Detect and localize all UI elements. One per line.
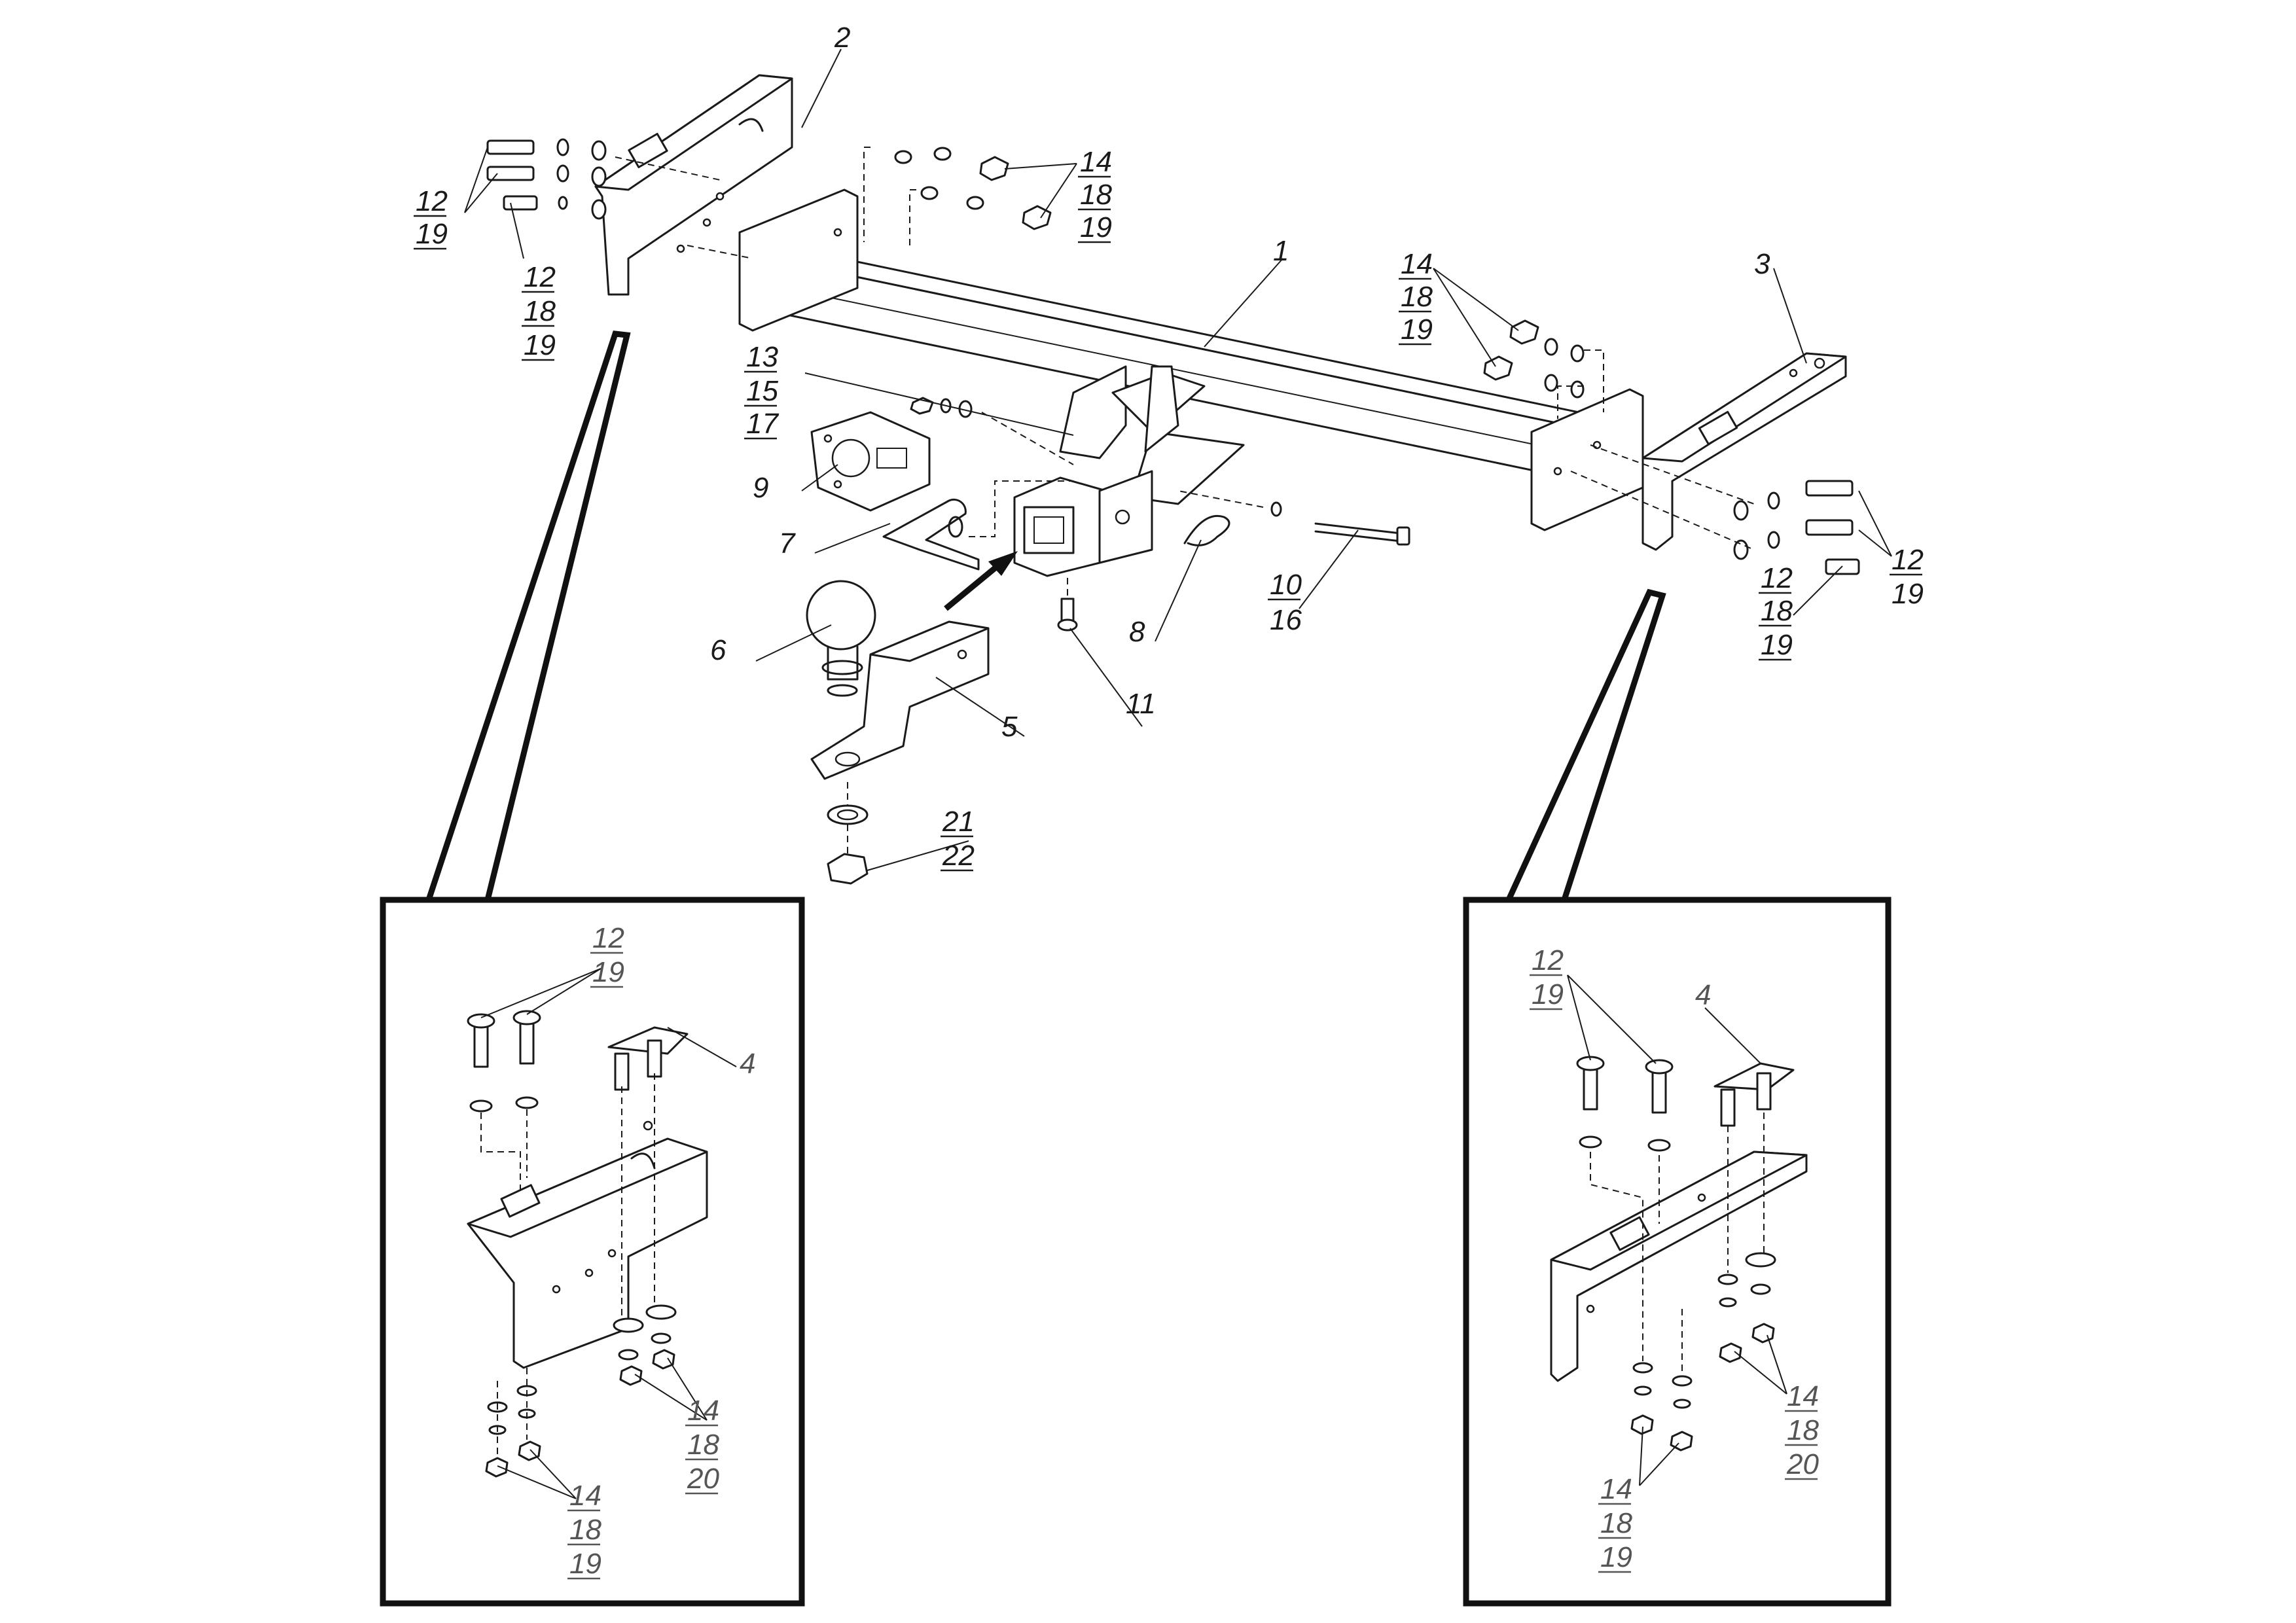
- detail-left-bracket: [467, 1120, 708, 1369]
- callout-14: 14: [1080, 146, 1112, 178]
- right-bolt-stack: [1733, 480, 1860, 575]
- assembly-centerlines: [615, 147, 1755, 854]
- detail-left-bolts: [467, 1010, 689, 1113]
- lock-washer: [827, 804, 869, 825]
- detail-right-callout-18: 18: [1600, 1507, 1632, 1539]
- detail-right-callout-18: 18: [1787, 1414, 1819, 1446]
- callouts-main: 1 2 3 12 19 12 18 19 14 18 19 14 18 19 1…: [414, 22, 1924, 872]
- detail-left-callout-12: 12: [592, 922, 624, 954]
- callout-22: 22: [942, 840, 975, 872]
- callout-11: 11: [1126, 688, 1156, 720]
- callout-18: 18: [524, 295, 556, 327]
- detail-right-bolts: [1576, 1056, 1795, 1152]
- callouts-detail-left: 12 19 4 14 18 20 14 18 19: [567, 922, 755, 1580]
- callout-10: 10: [1270, 569, 1302, 601]
- detail-left-callout-14: 14: [569, 1480, 601, 1512]
- detail-left-callout-19: 19: [592, 956, 624, 988]
- detail-right-bracket: [1550, 1150, 1808, 1382]
- callout-15: 15: [746, 375, 778, 407]
- insert-direction-arrow: [944, 551, 1018, 611]
- callout-19: 19: [1401, 313, 1433, 346]
- detail-left-callout-19: 19: [569, 1548, 601, 1580]
- detail-left-callout-18: 18: [569, 1514, 601, 1546]
- detail-right-washers: [1630, 1252, 1776, 1452]
- right-nut-stack: [1483, 319, 1585, 399]
- callout-12: 12: [1892, 544, 1924, 576]
- callout-19: 19: [1080, 211, 1112, 243]
- callout-2: 2: [834, 22, 850, 54]
- long-bolt: [1270, 501, 1410, 546]
- detail-right-callout-20: 20: [1786, 1448, 1819, 1480]
- callout-16: 16: [1270, 604, 1302, 636]
- callout-6: 6: [710, 634, 726, 666]
- detail-right-callout-14: 14: [1787, 1380, 1819, 1412]
- tow-ball: [806, 580, 876, 697]
- callout-19: 19: [1761, 629, 1793, 661]
- set-bolt: [1057, 597, 1078, 632]
- callout-21: 21: [942, 806, 975, 838]
- callout-7: 7: [779, 527, 796, 560]
- callout-13: 13: [746, 341, 778, 373]
- callout-18: 18: [1761, 595, 1793, 627]
- top-nut-stack: [894, 147, 1052, 230]
- callout-9: 9: [753, 472, 768, 504]
- hex-nut: [827, 853, 869, 885]
- detail-left-callout-14: 14: [687, 1395, 719, 1427]
- callout-18: 18: [1080, 179, 1112, 211]
- detail-left-centerlines: [480, 1073, 655, 1456]
- hitch-pin: [882, 498, 980, 571]
- detail-left-callout-4: 4: [740, 1048, 755, 1080]
- detail-right-callout-19: 19: [1600, 1541, 1632, 1573]
- detail-right-callout-14: 14: [1600, 1473, 1632, 1505]
- right-bracket: [1641, 352, 1847, 551]
- r-clip: [1183, 514, 1230, 546]
- callouts-detail-right: 12 19 4 14 18 20 14 18 19: [1530, 944, 1819, 1573]
- detail-right-centerlines: [1590, 1113, 1765, 1374]
- detail-frame-left: [380, 330, 805, 1607]
- callout-17: 17: [746, 408, 779, 440]
- callout-19: 19: [1892, 578, 1924, 610]
- left-bolt-stack: [486, 138, 607, 220]
- detail-left-callout-18: 18: [687, 1429, 719, 1461]
- callout-12: 12: [524, 261, 556, 293]
- callout-18: 18: [1401, 281, 1433, 313]
- detail-right-callout-12: 12: [1532, 944, 1564, 976]
- callout-14: 14: [1401, 248, 1433, 280]
- callout-8: 8: [1129, 616, 1145, 648]
- receiver-gussets: [1059, 365, 1245, 505]
- callout-19: 19: [524, 329, 556, 361]
- left-bracket: [594, 74, 793, 296]
- crossbar-left-end-plate: [738, 188, 859, 332]
- callout-19: 19: [416, 218, 448, 250]
- detail-left-callout-20: 20: [687, 1463, 719, 1495]
- callout-12: 12: [416, 185, 448, 217]
- receiver-tube: [1013, 470, 1153, 577]
- callout-1: 1: [1273, 235, 1289, 267]
- callout-12: 12: [1761, 562, 1793, 594]
- detail-right-callout-19: 19: [1532, 978, 1564, 1010]
- detail-right-callout-4: 4: [1695, 979, 1711, 1011]
- leader-lines: [464, 48, 1892, 1499]
- ball-mount: [810, 620, 990, 780]
- callout-5: 5: [1001, 711, 1018, 743]
- socket-bracket: [810, 411, 931, 512]
- detail-frame-right: [1463, 588, 1892, 1607]
- detail-left-washers: [485, 1304, 677, 1478]
- socket-hardware: [910, 397, 973, 418]
- callout-3: 3: [1754, 248, 1770, 280]
